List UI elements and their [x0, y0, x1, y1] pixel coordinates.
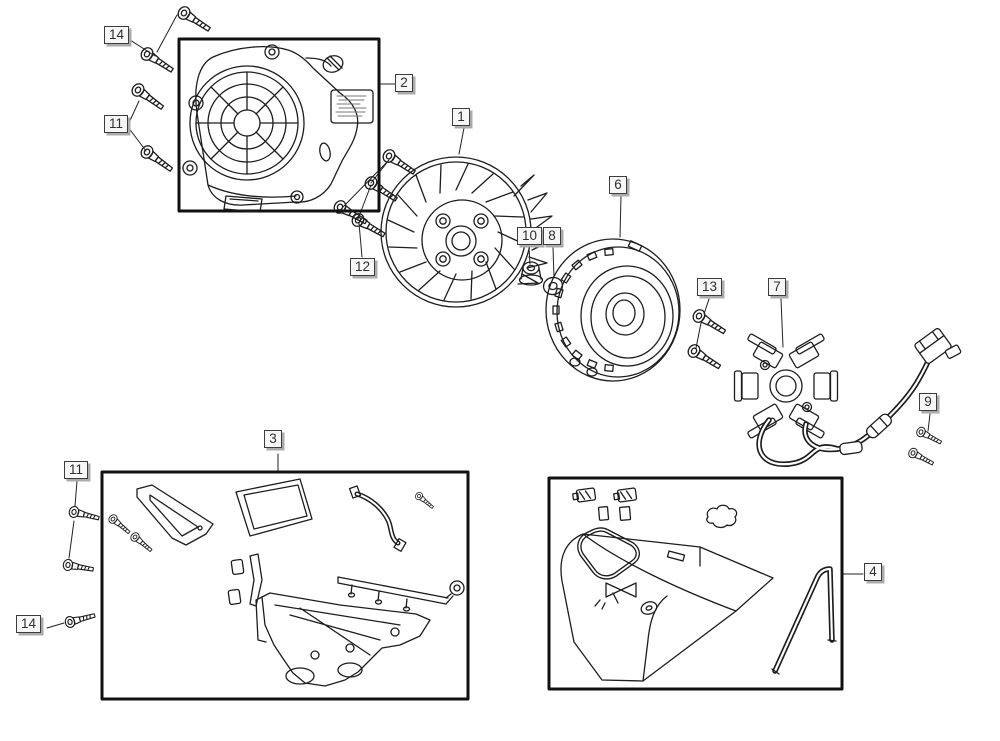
- stator-core: [733, 333, 839, 439]
- callout-part-6[interactable]: 6: [609, 176, 627, 194]
- bracket-kit-group: [100, 470, 470, 701]
- foam-pad: [706, 504, 738, 529]
- callout-part-13[interactable]: 13: [697, 278, 723, 296]
- flywheel-fan: [380, 156, 554, 308]
- stator-assembly: [733, 328, 962, 467]
- bolt-part-14-lower: [63, 609, 97, 630]
- gasket-seal: [577, 527, 640, 610]
- bolts-part-11-lower: [61, 504, 101, 576]
- fuel-rail: [337, 576, 465, 612]
- shroud-trim-strip: [771, 566, 837, 675]
- shroud-kit-group: [547, 476, 844, 691]
- inline-sensor: [865, 413, 893, 439]
- callout-part-2[interactable]: 2: [395, 74, 413, 92]
- callout-part-3[interactable]: 3: [264, 430, 282, 448]
- callout-part-11-upper[interactable]: 11: [104, 115, 129, 133]
- flange-nut: [518, 261, 544, 286]
- cover-plug: [322, 55, 344, 73]
- bolts-part-12: [331, 146, 419, 242]
- triangular-bracket: [136, 484, 214, 546]
- callout-part-10[interactable]: 10: [517, 227, 543, 245]
- callout-part-9[interactable]: 9: [919, 393, 937, 411]
- bolts-part-11-upper: [129, 80, 176, 176]
- callout-part-8[interactable]: 8: [543, 227, 561, 245]
- callout-part-14-lower[interactable]: 14: [16, 615, 42, 633]
- fan-cover-group: [177, 37, 381, 213]
- stator-wiring-harness: [756, 328, 962, 467]
- callout-part-7[interactable]: 7: [768, 278, 786, 296]
- bolts-part-13: [685, 306, 729, 374]
- cover-warning-sticker: [330, 89, 374, 124]
- cylinder-shroud: [560, 533, 774, 682]
- breather-hose: [348, 485, 407, 552]
- engine-mount-bracket: [255, 592, 431, 687]
- callout-part-1[interactable]: 1: [452, 108, 470, 126]
- callout-part-4[interactable]: 4: [864, 563, 882, 581]
- magneto-rotor: [545, 238, 681, 382]
- leader-lines: [46, 14, 931, 629]
- rotor-slots: [552, 248, 614, 372]
- callout-part-12[interactable]: 12: [350, 258, 376, 276]
- frame-bracket: [235, 478, 313, 537]
- screws-part-9: [906, 425, 944, 469]
- callout-part-11-lower[interactable]: 11: [64, 461, 89, 479]
- harness-connector: [914, 328, 962, 364]
- small-clips: [227, 553, 263, 607]
- hose-clips: [572, 487, 638, 521]
- callout-part-14-upper[interactable]: 14: [104, 26, 130, 44]
